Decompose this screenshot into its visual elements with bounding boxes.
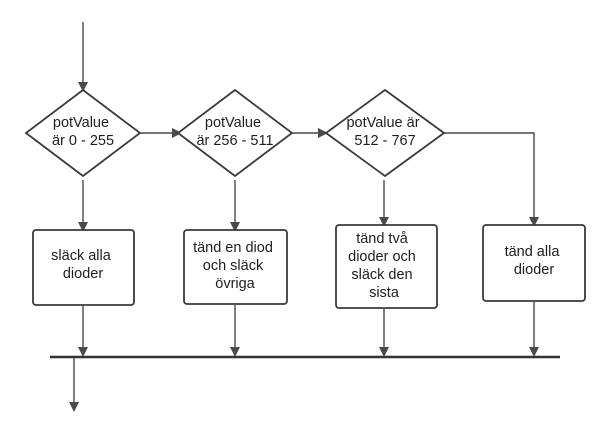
action-2-line-1: tänd en diod	[193, 240, 273, 256]
arrowheads	[69, 82, 539, 412]
action-1-line-2: dioder	[63, 266, 103, 282]
decision-1-line-2: är 0 - 255	[52, 133, 114, 149]
d3-to-a4-line	[444, 132, 535, 217]
decision-1: potValue är 0 - 255	[24, 88, 142, 178]
svg-text:tänd alla dioder: tänd alla dioder	[505, 244, 564, 278]
action-3-line-3: släck den	[351, 267, 412, 283]
decision-2: potValue är 256 - 511	[176, 88, 294, 178]
svg-text:potValue är 256 - 511: potValue är 256 - 511	[196, 115, 273, 149]
action-3: tänd två dioder och släck den sista	[335, 224, 438, 309]
arrowhead-bar-1	[78, 347, 88, 357]
svg-text:släck alla dioder: släck alla dioder	[51, 248, 115, 282]
action-2-line-3: övriga	[215, 276, 255, 292]
action-3-box	[335, 224, 438, 309]
decision-1-diamond	[24, 88, 142, 178]
arrowhead-bar-2	[230, 347, 240, 357]
action-2: tänd en diod och släck övriga	[183, 229, 288, 305]
action-3-line-4: sista	[369, 285, 400, 301]
decision-2-line-1: potValue	[205, 115, 261, 131]
action-4: tänd alla dioder	[482, 224, 586, 302]
decision-1-line-1: potValue	[53, 115, 109, 131]
arrowhead-exit	[69, 402, 79, 412]
decision-3-diamond	[324, 88, 446, 178]
decision-2-line-2: är 256 - 511	[196, 133, 273, 149]
decision-3-line-2: 512 - 767	[354, 133, 415, 149]
svg-text:potValue är 0 - 255: potValue är 0 - 255	[52, 115, 114, 149]
action-3-line-2: dioder och	[348, 249, 416, 265]
arrowhead-a3	[379, 217, 389, 227]
arrowhead-a4	[529, 217, 539, 227]
action-3-line-1: tänd två	[356, 231, 409, 247]
svg-text:potValue är 512 - 767: potValue är 512 - 767	[346, 115, 423, 149]
action-4-box	[482, 224, 586, 302]
action-4-line-1: tänd alla	[505, 244, 561, 260]
action-1: släck alla dioder	[32, 229, 135, 306]
arrowhead-bar-4	[529, 347, 539, 357]
action-1-line-1: släck alla	[51, 248, 112, 264]
action-2-box	[183, 229, 288, 305]
arrowhead-entry	[78, 82, 88, 92]
svg-text:tänd två dioder och: tänd två dioder och släck den sista	[348, 231, 420, 301]
arrowhead-d3	[318, 128, 328, 138]
decision-3: potValue är 512 - 767	[324, 88, 446, 178]
action-1-box	[32, 229, 135, 306]
arrowhead-bar-3	[379, 347, 389, 357]
decision-3-line-1: potValue är	[346, 115, 419, 131]
arrowhead-a1	[78, 222, 88, 232]
svg-text:tänd en diod och släck: tänd en diod och släck övriga	[193, 240, 277, 292]
arrowhead-a2	[230, 222, 240, 232]
action-2-line-2: och släck	[203, 258, 264, 274]
connectors	[73, 22, 535, 402]
decision-2-diamond	[176, 88, 294, 178]
action-4-line-2: dioder	[514, 262, 554, 278]
